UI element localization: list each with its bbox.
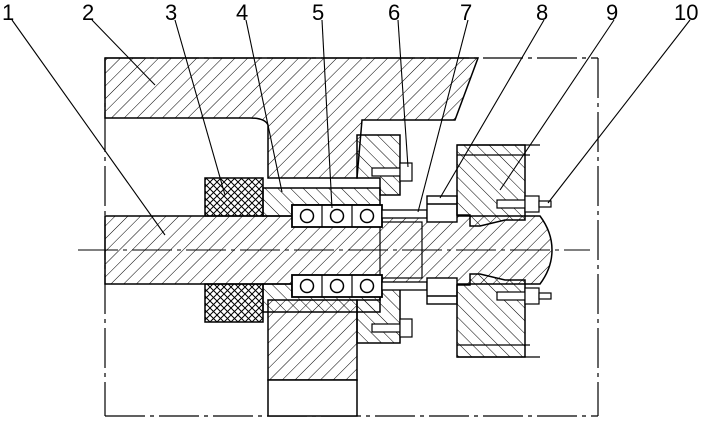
leader-2 — [91, 19, 156, 86]
label-5: 5 — [312, 0, 324, 25]
leader-7 — [417, 19, 469, 213]
screw-part-6 — [371, 162, 413, 338]
leader-9 — [499, 19, 615, 191]
leader-1 — [11, 19, 166, 236]
hub-flanges — [457, 144, 540, 358]
leader-3 — [174, 19, 226, 196]
label-1: 1 — [2, 0, 14, 25]
leader-10 — [547, 19, 691, 204]
label-10: 10 — [674, 0, 698, 25]
leader-lines — [11, 19, 691, 236]
shaft-step-hatch — [380, 222, 422, 278]
frame-part-2 — [104, 57, 480, 179]
leader-5 — [321, 19, 333, 209]
ring-part-8 — [426, 195, 458, 305]
leader-6 — [397, 19, 409, 168]
seal-packing-lower — [204, 283, 264, 323]
part-labels: 1 2 3 4 5 6 7 8 9 10 — [2, 0, 698, 25]
screw-part-10 — [496, 195, 552, 305]
end-cover-upper — [356, 134, 401, 196]
hub-part-9-upper — [456, 144, 526, 227]
leader-4 — [245, 19, 283, 193]
bearing-part-5-lower — [291, 274, 383, 298]
label-2: 2 — [82, 0, 94, 25]
label-9: 9 — [606, 0, 618, 25]
label-8: 8 — [536, 0, 548, 25]
label-7: 7 — [460, 0, 472, 25]
label-3: 3 — [165, 0, 177, 25]
seal-packing-upper — [204, 177, 264, 217]
label-6: 6 — [388, 0, 400, 25]
lower-base — [267, 379, 358, 417]
leader-8 — [439, 19, 545, 199]
label-4: 4 — [236, 0, 248, 25]
bearing-part-5-upper — [291, 204, 383, 228]
